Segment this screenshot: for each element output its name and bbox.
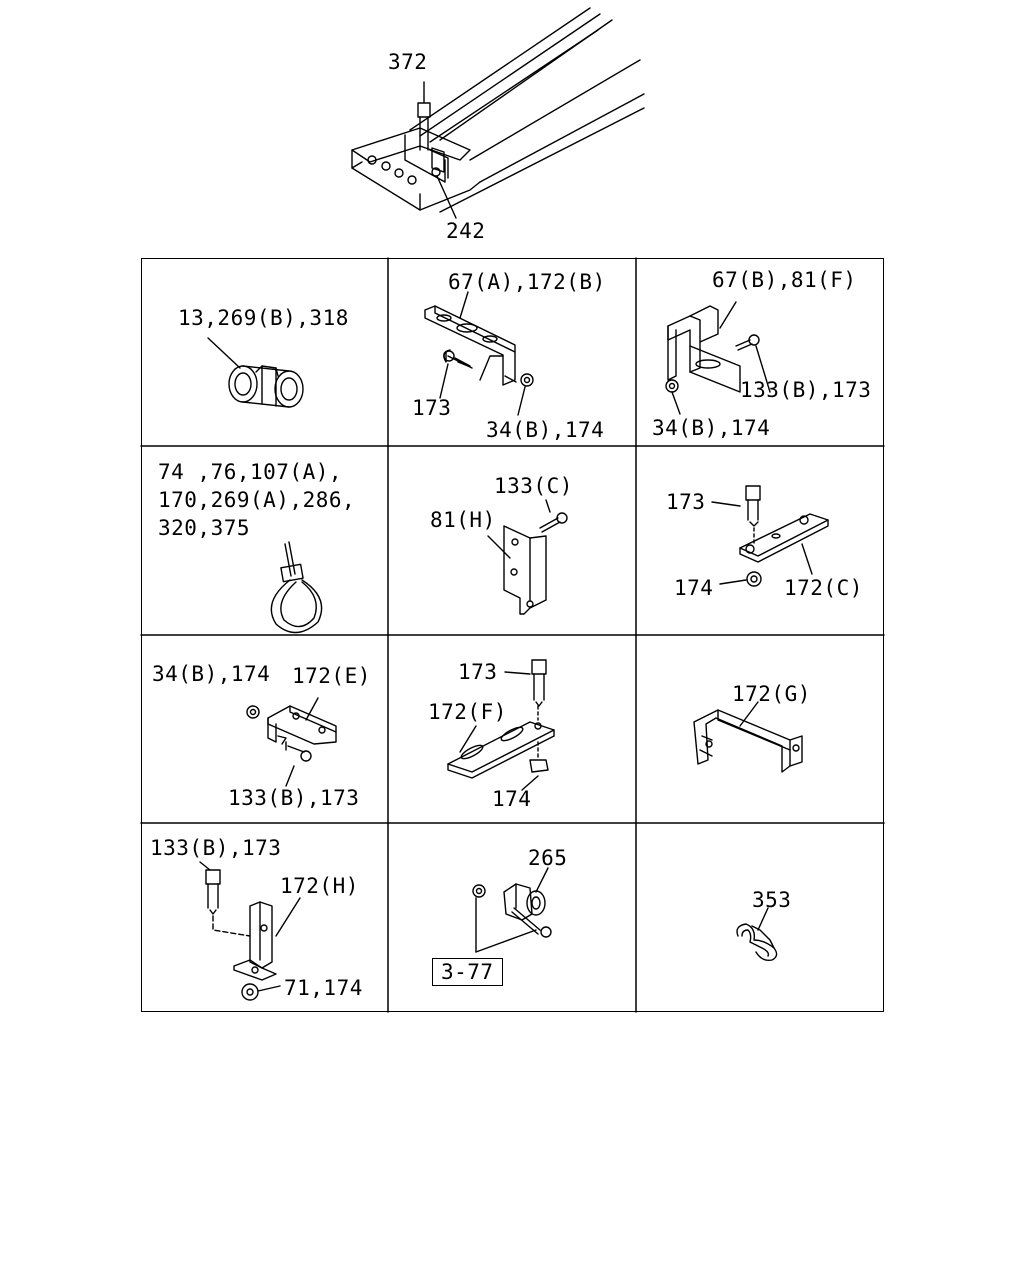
r3c3-label-bracket: 172(G) (732, 682, 811, 706)
r4c1-label-bolt: 133(B),173 (150, 836, 282, 860)
clamp-265-drawing (472, 867, 552, 953)
bracket-81h-drawing (487, 499, 568, 615)
r3c1-label-nut: 34(B),174 (152, 662, 271, 686)
r1c2-label-nut: 34(B),174 (486, 418, 605, 442)
r1c3-label-bolt: 133(B),173 (740, 378, 872, 402)
bracket-172e-drawing (246, 697, 337, 787)
r2c3-label-nut: 174 (674, 576, 714, 600)
bracket-67b-drawing (665, 301, 771, 415)
r2c1-label: 74 ,76,107(A), 170,269(A),286, 320,375 (158, 460, 356, 540)
r1c1-label: 13,269(B),318 (178, 306, 349, 330)
grid-lines (140, 257, 885, 1013)
r4c2-label-part: 265 (528, 846, 568, 870)
r1c3-label-top: 67(B),81(F) (712, 268, 857, 292)
r4c1-label-bracket: 172(H) (280, 874, 359, 898)
r2c3-label-plate: 172(C) (784, 576, 863, 600)
r3c2-label-nut: 174 (492, 787, 532, 811)
r3c1-label-bolt: 133(B),173 (228, 786, 360, 810)
r1c3-label-nut: 34(B),174 (652, 416, 771, 440)
r4c1-label-nut: 71,174 (284, 976, 363, 1000)
parts-grid (141, 258, 884, 1012)
r2c2-label-bolt: 133(C) (494, 474, 573, 498)
r2c3-label-bolt: 173 (666, 490, 706, 514)
plate-172f-drawing (447, 659, 555, 791)
r1c2-label-bolt: 173 (412, 396, 452, 420)
bracket-172g-drawing (693, 701, 803, 773)
double-clip-drawing (207, 337, 304, 408)
r4c3-label-clip: 353 (752, 888, 792, 912)
bracket-172h-drawing (199, 861, 301, 1001)
r1c2-label-top: 67(A),172(B) (448, 270, 606, 294)
bracket-67a-drawing (424, 291, 534, 416)
frame-rail-illustration (351, 7, 645, 219)
callout-372: 372 (388, 50, 428, 74)
cable-tie-drawing (270, 541, 323, 634)
reference-3-77[interactable]: 3-77 (432, 958, 503, 986)
callout-242: 242 (446, 219, 486, 243)
clip-353-drawing (736, 907, 778, 962)
plate-172c-drawing (711, 485, 829, 587)
r3c2-label-bolt: 173 (458, 660, 498, 684)
r3c2-label-plate: 172(F) (428, 700, 507, 724)
r3c1-label-bracket: 172(E) (292, 664, 371, 688)
r2c2-label-bracket: 81(H) (430, 508, 496, 532)
